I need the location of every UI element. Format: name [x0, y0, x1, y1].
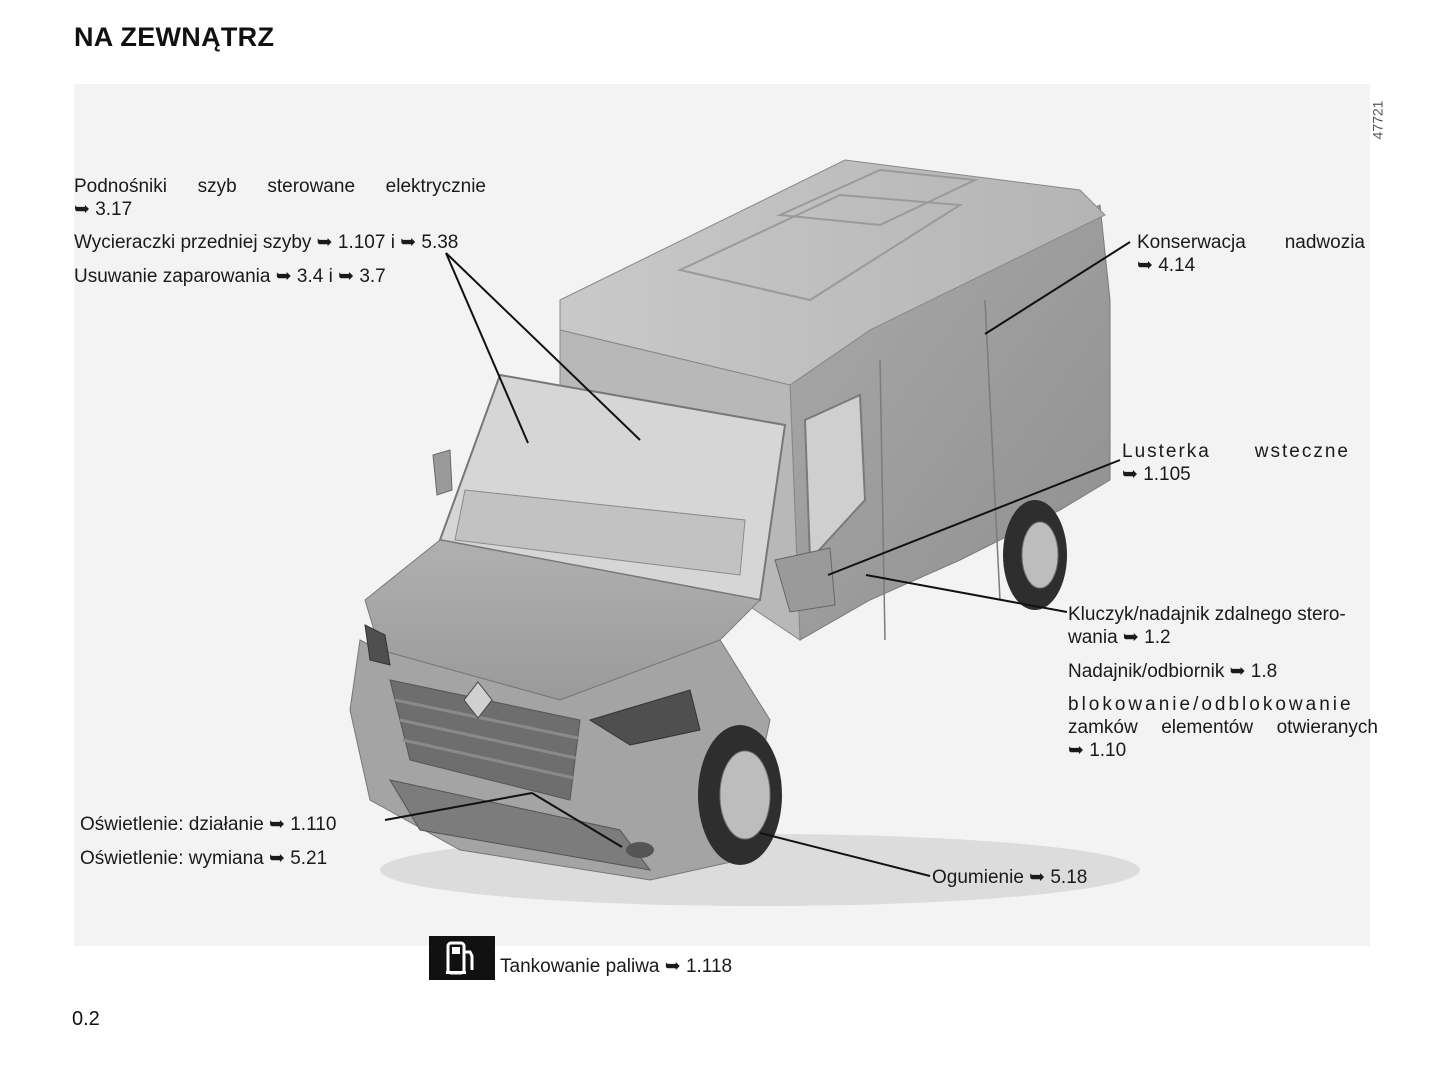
- ref-locking: ➥ 1.10: [1068, 740, 1127, 761]
- side-mirror: [774, 547, 836, 613]
- label-bodywork-text: Konserwacja nadwozia: [1137, 232, 1365, 253]
- label-refuelling: Tankowanie paliwa ➥ 1.118: [500, 956, 733, 977]
- label-power-windows-text: Podnośniki szyb sterowane elektrycznie: [74, 176, 486, 197]
- page-number: 0.2: [72, 1008, 100, 1030]
- label-power-windows: Podnośniki szyb sterowane elektrycznie: [74, 175, 486, 198]
- rear-wheel: [1003, 500, 1067, 610]
- fuel-icon-box: [429, 936, 495, 980]
- headlight-left: [364, 624, 391, 666]
- roof-rack-front: [676, 193, 964, 302]
- page-title: NA ZEWNĄTRZ: [74, 22, 275, 52]
- leader-bodywork: [984, 241, 1131, 335]
- roof-rack-rear: [776, 168, 979, 227]
- label-locking-line1: blokowanie/odblokowanie: [1068, 693, 1378, 716]
- front-wheel: [698, 725, 782, 865]
- leader-tyres: [759, 832, 931, 877]
- label-tyres: Ogumienie ➥ 5.18: [932, 867, 1088, 888]
- leader-key: [865, 574, 1068, 613]
- label-lighting-replacement: Oświetlenie: wymiana ➥ 5.21: [80, 848, 328, 869]
- leader-wipers-a: [445, 252, 529, 444]
- label-mirrors-text: Lusterka wsteczne: [1122, 441, 1350, 462]
- label-wipers: Wycieraczki przedniej szyby ➥ 1.107 i ➥ …: [74, 232, 459, 253]
- headlight-right: [588, 689, 701, 746]
- side-seam: [984, 299, 1001, 601]
- ref-mirrors: ➥ 1.105: [1122, 464, 1191, 485]
- callout-lines: [384, 241, 1131, 877]
- label-transmitter: Nadajnik/odbiornik ➥ 1.8: [1068, 661, 1278, 682]
- side-window: [803, 393, 867, 563]
- fuel-pump-icon: [446, 941, 474, 975]
- ref-power-windows: ➥ 3.17: [74, 199, 133, 220]
- label-key-line2: wania ➥ 1.2: [1068, 627, 1171, 648]
- lower-bumper: [388, 779, 652, 871]
- leader-lighting-b: [531, 792, 623, 848]
- label-locking-line1-text: blokowanie/odblokowanie: [1068, 694, 1354, 715]
- dashboard: [454, 489, 746, 576]
- label-mirrors: Lusterka wsteczne: [1122, 440, 1350, 463]
- label-bodywork: Konserwacja nadwozia: [1137, 231, 1365, 254]
- label-key-line1: Kluczyk/nadajnik zdalnego stero-: [1068, 604, 1346, 625]
- renault-logo: [463, 681, 493, 719]
- leader-wipers-b: [445, 252, 641, 441]
- fog-light: [626, 842, 654, 858]
- left-mirror: [432, 449, 453, 496]
- ref-bodywork: ➥ 4.14: [1137, 255, 1196, 276]
- door-seam: [879, 359, 886, 641]
- label-lighting-operation: Oświetlenie: działanie ➥ 1.110: [80, 814, 337, 835]
- label-locking-line2-text: zamków elementów otwieranych: [1068, 717, 1378, 738]
- leader-lighting-a: [384, 792, 533, 821]
- label-demisting: Usuwanie zaparowania ➥ 3.4 i ➥ 3.7: [74, 266, 386, 287]
- label-locking-line2: zamków elementów otwieranych: [1068, 716, 1378, 739]
- leader-mirrors: [827, 459, 1121, 576]
